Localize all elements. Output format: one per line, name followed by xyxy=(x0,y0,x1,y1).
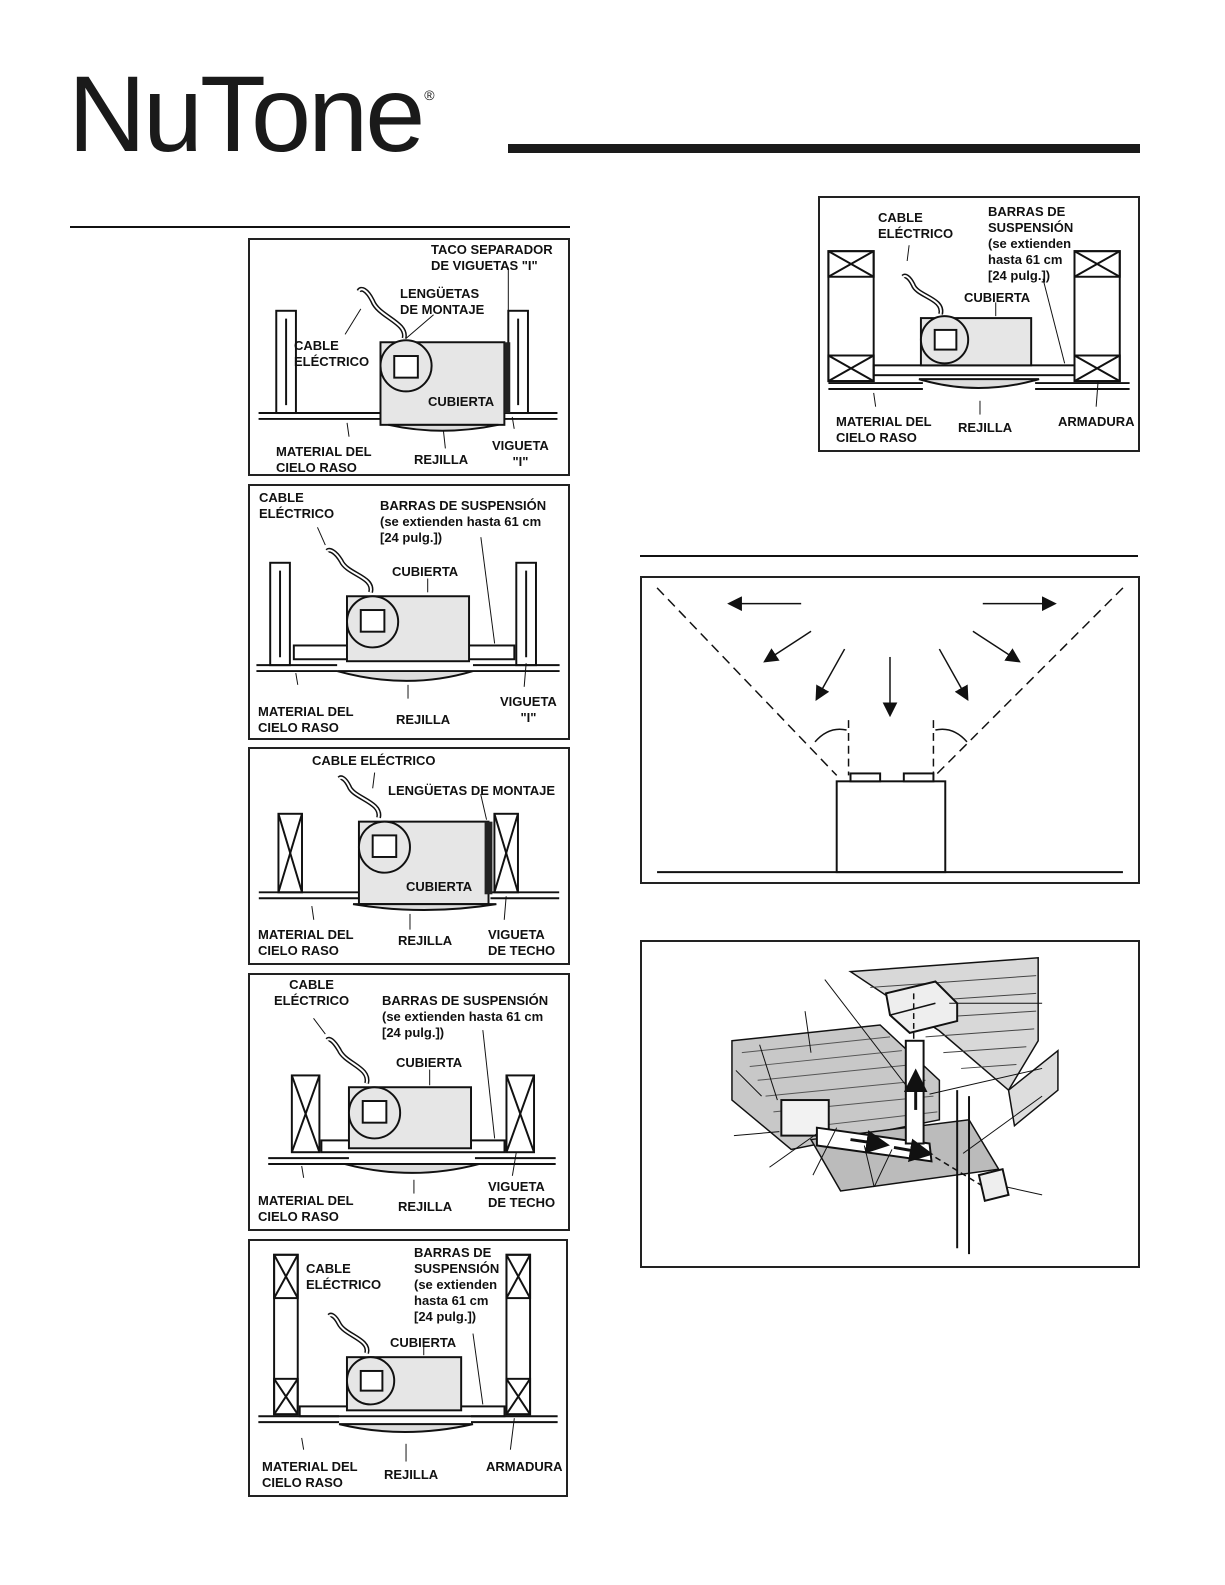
label-mounting-tabs: LENGÜETAS DE MONTAJE xyxy=(388,783,556,798)
figure-joist-tabs-drawing xyxy=(258,772,560,930)
figure-attic-duct-drawing xyxy=(731,957,1059,1255)
label-joist: VIGUETA DE TECHO xyxy=(488,1179,556,1210)
label-grille: REJILLA xyxy=(398,933,453,948)
figure-joist-bars-drawing xyxy=(268,1018,556,1194)
label-cable: CABLE ELÉCTRICO xyxy=(259,490,335,521)
figure-attic-duct xyxy=(640,940,1140,1268)
figure-joist-bars: CABLE ELÉCTRICO BARRAS DE SUSPENSIÓN (se… xyxy=(248,973,570,1231)
label-grille: REJILLA xyxy=(384,1467,439,1482)
header-rule xyxy=(508,144,1140,153)
label-grille: REJILLA xyxy=(414,452,469,467)
label-ceiling: MATERIAL DEL CIELO RASO xyxy=(258,1193,354,1224)
label-cable: CABLE ELÉCTRICO xyxy=(274,977,350,1008)
label-cable: CABLE ELÉCTRICO xyxy=(312,753,436,768)
label-mounting-tabs: LENGÜETAS DE MONTAJE xyxy=(400,286,485,317)
section-rule-right xyxy=(640,555,1138,557)
section-rule-left xyxy=(70,226,570,228)
label-hanger-bars: BARRAS DE SUSPENSIÓN (se extienden hasta… xyxy=(988,204,1074,283)
label-hanger-bars: BARRAS DE SUSPENSIÓN (se extienden hasta… xyxy=(382,993,549,1040)
label-joist: VIGUETA "I" xyxy=(500,694,557,725)
brand-name: NuTone xyxy=(68,53,425,174)
label-grille: REJILLA xyxy=(398,1199,453,1214)
label-ceiling: MATERIAL DEL CIELO RASO xyxy=(836,414,932,445)
label-truss: ARMADURA xyxy=(1058,414,1135,429)
label-spacer: TACO SEPARADOR DE VIGUETAS "I" xyxy=(431,242,553,273)
figure-truss-bars-right: CABLE ELÉCTRICO BARRAS DE SUSPENSIÓN (se… xyxy=(818,196,1140,452)
label-grille: REJILLA xyxy=(958,420,1013,435)
figure-light-spread-drawing xyxy=(656,587,1124,874)
figure-joist-tabs: CABLE ELÉCTRICO LENGÜETAS DE MONTAJE CUB… xyxy=(248,747,570,965)
label-cable: CABLE ELÉCTRICO xyxy=(294,338,370,369)
figure-ijoist-tabs-drawing xyxy=(258,267,558,449)
label-hanger-bars: BARRAS DE SUSPENSIÓN (se extienden hasta… xyxy=(414,1245,500,1324)
label-housing: CUBIERTA xyxy=(390,1335,457,1350)
label-housing: CUBIERTA xyxy=(406,879,473,894)
label-joist: VIGUETA "I" xyxy=(492,438,549,469)
figure-truss-bars-left: CABLE ELÉCTRICO BARRAS DE SUSPENSIÓN (se… xyxy=(248,1239,568,1497)
label-ceiling: MATERIAL DEL CIELO RASO xyxy=(258,704,354,735)
registered-mark: ® xyxy=(424,87,435,103)
label-housing: CUBIERTA xyxy=(396,1055,463,1070)
label-housing: CUBIERTA xyxy=(392,564,459,579)
label-ceiling: MATERIAL DEL CIELO RASO xyxy=(262,1459,358,1490)
label-hanger-bars: BARRAS DE SUSPENSIÓN (se extienden hasta… xyxy=(380,498,547,545)
label-cable: CABLE ELÉCTRICO xyxy=(878,210,954,241)
label-housing: CUBIERTA xyxy=(964,290,1031,305)
label-ceiling: MATERIAL DEL CIELO RASO xyxy=(276,444,372,475)
label-housing: CUBIERTA xyxy=(428,394,495,409)
figure-truss-bars-left-drawing xyxy=(258,1253,558,1462)
label-cable: CABLE ELÉCTRICO xyxy=(306,1261,382,1292)
figure-truss-bars-right-drawing xyxy=(827,245,1130,415)
label-ceiling: MATERIAL DEL CIELO RASO xyxy=(258,927,354,958)
figure-ijoist-bars: CABLE ELÉCTRICO BARRAS DE SUSPENSIÓN (se… xyxy=(248,484,570,740)
label-truss: ARMADURA xyxy=(486,1459,563,1474)
label-joist: VIGUETA DE TECHO xyxy=(488,927,556,958)
figure-ijoist-tabs: TACO SEPARADOR DE VIGUETAS "I" LENGÜETAS… xyxy=(248,238,570,476)
label-grille: REJILLA xyxy=(396,712,451,727)
figure-light-spread xyxy=(640,576,1140,884)
figure-ijoist-bars-drawing xyxy=(256,527,560,699)
nutone-logo: NuTone® xyxy=(68,60,435,168)
